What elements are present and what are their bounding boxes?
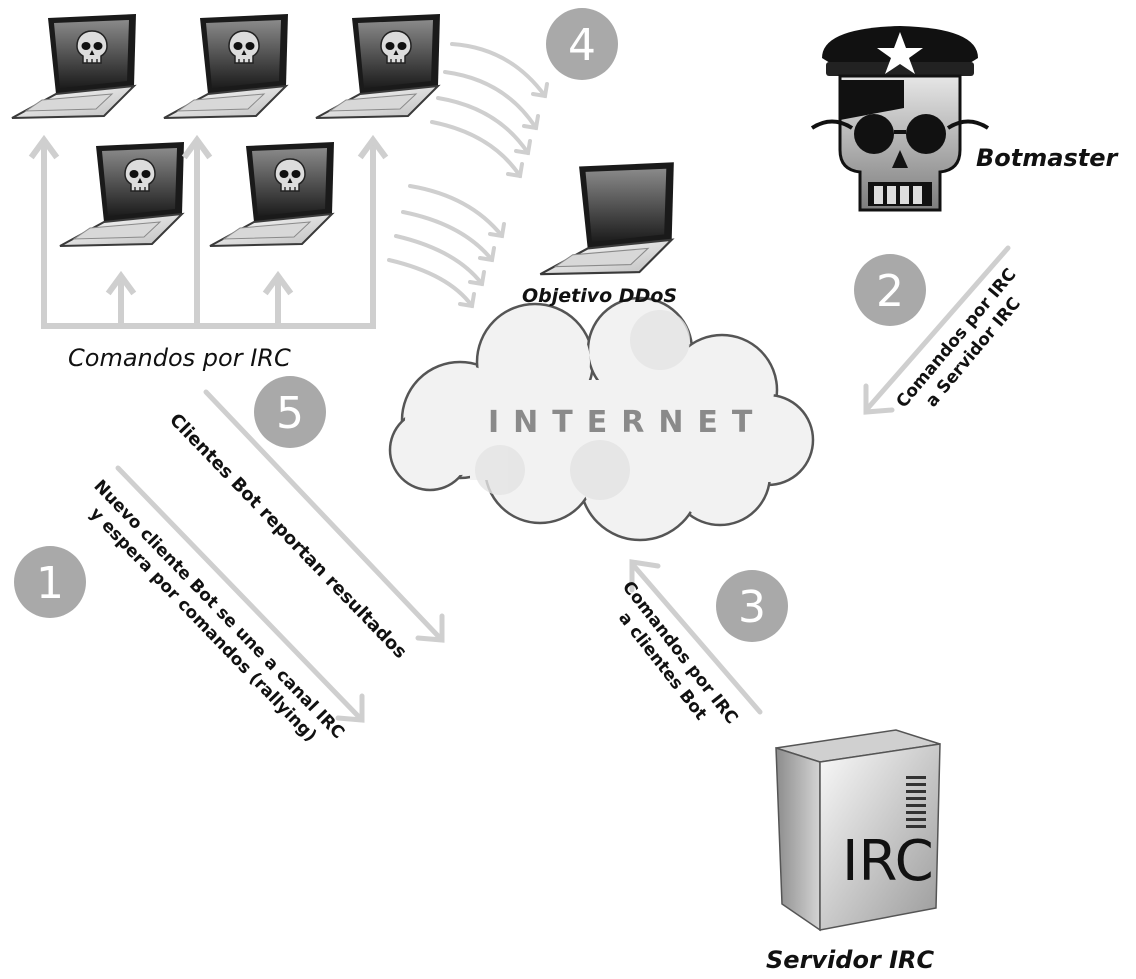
ddos-attack-arrows (387, 42, 549, 309)
target-label: Objetivo DDoS (522, 285, 677, 307)
step-5-badge: 5 (254, 376, 326, 448)
skull-botmaster-icon (810, 26, 990, 212)
internet-label: INTERNET (488, 405, 766, 440)
laptop-icon (539, 161, 675, 276)
laptop-skull-icon (316, 14, 440, 118)
irc-server-label: Servidor IRC (766, 946, 935, 974)
laptop-skull-icon (12, 14, 136, 118)
step-3-badge: 3 (716, 570, 788, 642)
step-3-number: 3 (738, 582, 766, 633)
step-4-number: 4 (568, 20, 596, 71)
internet-cloud: INTERNET (388, 296, 815, 542)
laptop-skull-icon (164, 14, 288, 118)
step-1-badge: 1 (14, 546, 86, 618)
step-2-number: 2 (876, 266, 904, 317)
step-1-arrow (115, 465, 365, 723)
step-4-badge: 4 (546, 8, 618, 80)
server-tower-icon: IRC (775, 729, 941, 932)
laptop-skull-icon (210, 142, 334, 246)
step-1-text: Nuevo cliente Bot se une a canal IRC y e… (86, 476, 349, 746)
step-5-arrow (203, 389, 445, 643)
laptop-skull-icon (60, 142, 184, 246)
step-2-badge: 2 (854, 254, 926, 326)
irc-commands-label: Comandos por IRC (68, 344, 291, 372)
server-box-text: IRC (842, 829, 934, 894)
irc-command-tree (28, 134, 389, 329)
botmaster-label: Botmaster (976, 144, 1119, 172)
step-2-arrow (863, 245, 1011, 415)
step-1-number: 1 (36, 558, 64, 609)
step-3-arrow (629, 559, 763, 715)
step-1-line1: Nuevo cliente Bot se une a canal IRC (89, 476, 348, 743)
step-5-number: 5 (276, 388, 304, 439)
